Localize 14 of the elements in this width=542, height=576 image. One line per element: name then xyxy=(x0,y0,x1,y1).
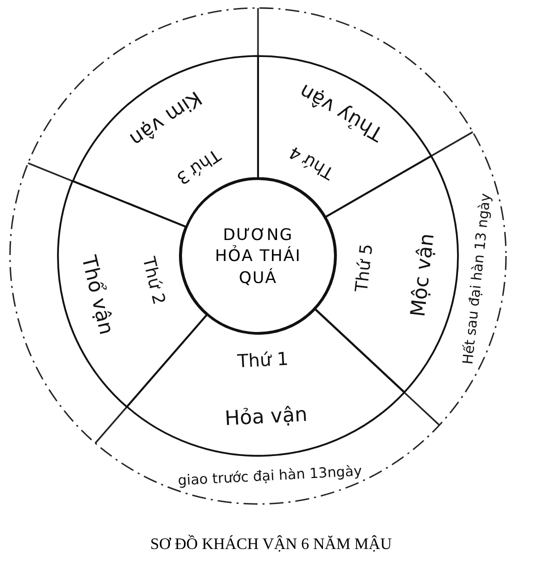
sector-segment xyxy=(72,55,259,228)
order-label: Thứ 5 xyxy=(353,243,378,294)
element-label: Hỏa vận xyxy=(224,402,308,429)
element-label: Thổ vận xyxy=(77,252,118,336)
center-label: DƯƠNG HỎA THÁI QUÁ xyxy=(214,224,302,288)
order-label: Thứ 4 xyxy=(286,142,338,183)
diagram-caption: SƠ ĐỒ KHÁCH VẬN 6 NĂM MẬU xyxy=(150,536,392,554)
sector-segment xyxy=(126,308,406,457)
order-label: Thứ 2 xyxy=(138,256,168,307)
order-label: Thứ 1 xyxy=(238,350,290,372)
band-note: giao trước đại hàn 13ngày xyxy=(177,464,362,490)
band-note: Hết sau đại hàn 13 ngày xyxy=(461,192,494,366)
element-label: Mộc vận xyxy=(406,232,438,318)
sector-segment xyxy=(257,55,432,218)
